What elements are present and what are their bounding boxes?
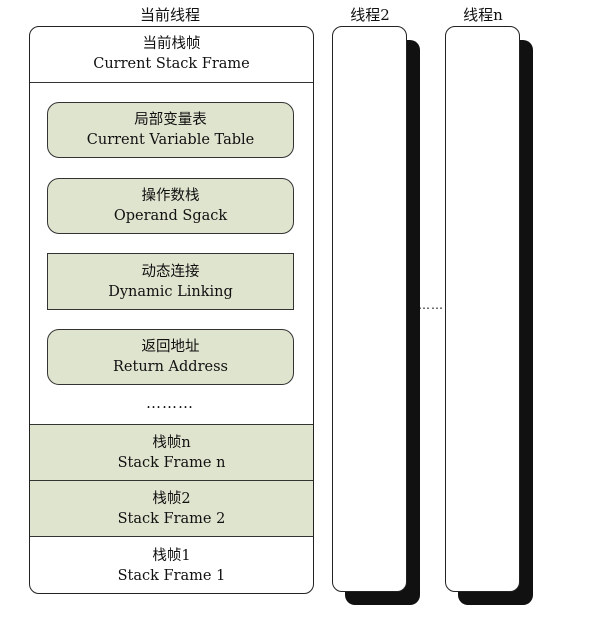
header-divider — [30, 82, 313, 83]
dynamic-linking: 动态连接 Dynamic Linking — [47, 253, 294, 310]
dynamic-linking-en: Dynamic Linking — [108, 283, 233, 300]
thread-n-box — [445, 26, 520, 592]
stack-frame-n-en: Stack Frame n — [117, 454, 226, 471]
thread-n-title: 线程n — [463, 6, 503, 24]
local-variable-table-en: Current Variable Table — [86, 132, 255, 148]
stack-frame-1-en: Stack Frame 1 — [117, 568, 226, 584]
thread2-box — [332, 26, 407, 592]
local-variable-table: 局部变量表 Current Variable Table — [47, 102, 294, 158]
stack-frame-1: 栈帧1 Stack Frame 1 — [30, 540, 313, 592]
return-address: 返回地址 Return Address — [47, 329, 294, 385]
stack-frame-2-en: Stack Frame 2 — [117, 510, 226, 527]
stack-frame-1-zh: 栈帧1 — [152, 548, 191, 564]
current-stack-frame-zh: 当前栈帧 — [142, 36, 201, 52]
stack-frame-n-zh: 栈帧n — [152, 434, 191, 451]
threads-ellipsis: …… — [418, 298, 444, 312]
stack-frame-n: 栈帧n Stack Frame n — [30, 424, 313, 480]
operand-stack-en: Operand Sgack — [113, 208, 228, 224]
stack-frame-2-zh: 栈帧2 — [152, 490, 191, 507]
stack-frame-2: 栈帧2 Stack Frame 2 — [30, 480, 313, 537]
current-thread-title: 当前线程 — [139, 6, 200, 24]
operand-stack: 操作数栈 Operand Sgack — [47, 178, 294, 234]
frame-ellipsis: ……… — [146, 394, 194, 412]
current-stack-frame-en: Current Stack Frame — [93, 56, 250, 72]
local-variable-table-zh: 局部变量表 — [134, 112, 207, 128]
thread2-title: 线程2 — [350, 6, 390, 24]
operand-stack-zh: 操作数栈 — [141, 188, 200, 204]
current-stack-frame: 当前栈帧 Current Stack Frame — [30, 28, 313, 80]
return-address-en: Return Address — [113, 359, 228, 375]
return-address-zh: 返回地址 — [141, 339, 200, 355]
dynamic-linking-zh: 动态连接 — [141, 263, 200, 280]
